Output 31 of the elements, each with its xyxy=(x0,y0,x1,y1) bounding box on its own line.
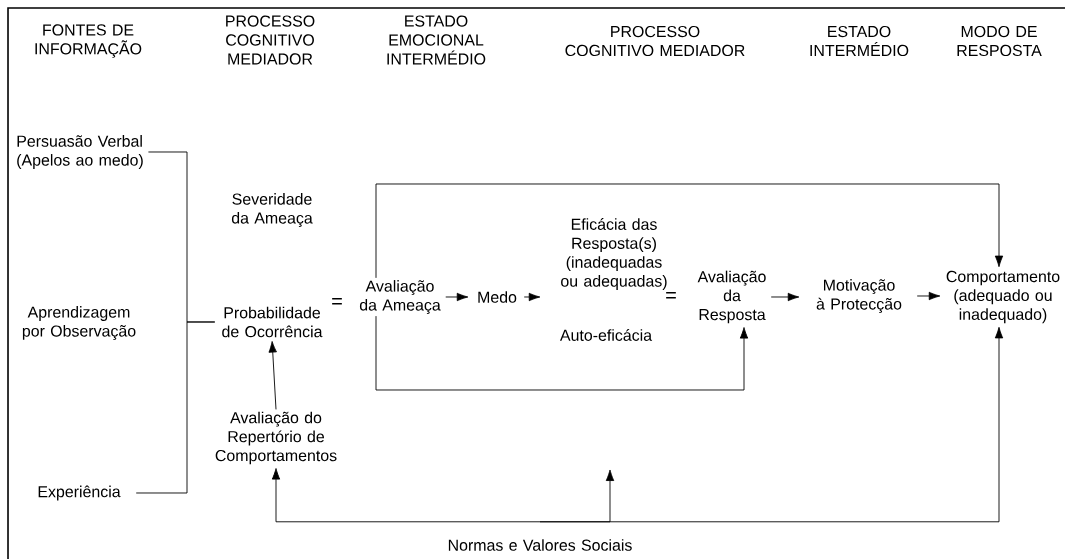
concept-text: Persuasão Verbal (Apelos ao medo) xyxy=(17,135,143,169)
arrow xyxy=(523,292,541,302)
concept-text: Avaliação da Resposta xyxy=(697,270,766,324)
concept-text: Avaliação do Repertório de Comportamentos xyxy=(215,411,337,465)
concept-text: Medo xyxy=(478,291,517,303)
arrow xyxy=(445,292,469,302)
arrow xyxy=(268,341,277,410)
concept-text: Experiência xyxy=(38,485,121,501)
column-heading: PROCESSO COGNITIVO MEDIADOR xyxy=(226,15,315,65)
arrow xyxy=(916,291,941,301)
equals-sign: = xyxy=(332,298,342,305)
arrow xyxy=(539,326,1004,523)
column-heading: ESTADO INTERMÉDIO xyxy=(810,25,909,57)
column-heading: FONTES DE INFORMAÇÃO xyxy=(35,24,142,58)
concept-text: Aprendizagem por Observação xyxy=(22,306,136,340)
column-heading: PROCESSO COGNITIVO MEDIADOR xyxy=(565,25,745,57)
equals-sign: = xyxy=(666,292,676,299)
concept-text: Normas e Valores Sociais xyxy=(448,539,632,551)
column-heading: ESTADO EMOCIONAL INTERMÉDIO xyxy=(387,15,486,65)
arrow xyxy=(271,468,541,523)
concept-text: Eficácia das Resposta(s) (inadequadas ou adequadas) xyxy=(561,218,667,290)
concept-text: Motivação à Protecção xyxy=(816,279,902,313)
concept-text: Comportamento (adequado ou inadequado) xyxy=(946,270,1060,324)
concept-text: Auto-eficácia xyxy=(559,329,653,341)
arrow xyxy=(770,292,800,302)
arrow xyxy=(375,315,749,391)
arrow xyxy=(375,183,1004,279)
column-heading: MODO DE RESPOSTA xyxy=(957,25,1042,57)
concept-text: Severidade da Ameaça xyxy=(231,193,313,227)
concept-text: Probabilidade de Ocorrência xyxy=(222,306,323,338)
concept-text: Avaliação da Ameaça xyxy=(359,280,441,314)
